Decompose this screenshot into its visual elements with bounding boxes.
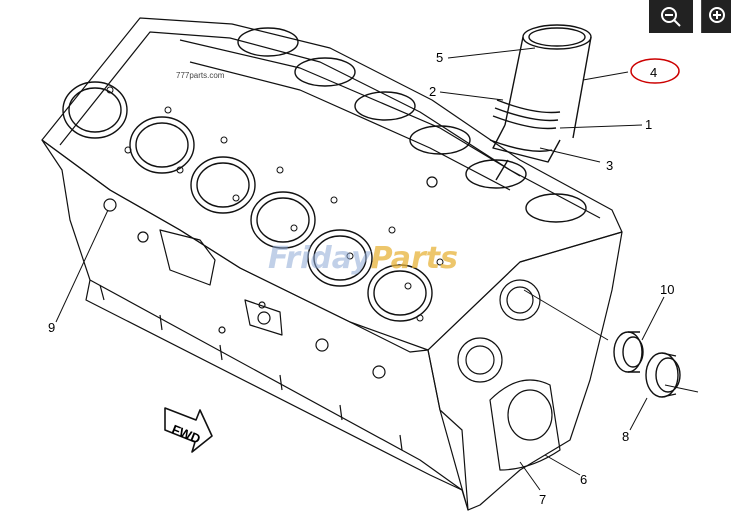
callout-8[interactable]: 8: [622, 429, 629, 444]
callout-3[interactable]: 3: [606, 158, 613, 173]
zoom-out-button[interactable]: [649, 0, 693, 33]
engine-block: [41, 17, 623, 511]
callout-9[interactable]: 9: [48, 320, 55, 335]
callouts: 5 2 4 1 3 9 10 8 6 7: [48, 50, 674, 507]
watermark-brand-accent: Parts: [371, 241, 458, 276]
cylinder-bores: [62, 27, 587, 322]
fwd-arrow: [164, 407, 213, 453]
callout-4-highlight: [630, 58, 680, 84]
callout-7[interactable]: 7: [539, 492, 546, 507]
watermark-brand-main: Friday: [268, 241, 372, 276]
svg-text:FridayParts: FridayParts: [268, 241, 458, 276]
fwd-label: FWD: [170, 422, 203, 447]
callout-5[interactable]: 5: [436, 50, 443, 65]
callout-6[interactable]: 6: [580, 472, 587, 487]
callout-2[interactable]: 2: [429, 84, 436, 99]
zoom-out-icon: [661, 6, 681, 27]
leader-lines: [55, 47, 699, 491]
plug-parts: [613, 331, 681, 398]
callout-1[interactable]: 1: [645, 117, 652, 132]
cylinder-liner: [489, 24, 592, 181]
watermark-small-text: 777parts.com: [176, 71, 225, 80]
zoom-in-icon: [709, 6, 725, 23]
callout-10[interactable]: 10: [660, 282, 674, 297]
zoom-in-button[interactable]: [701, 0, 731, 33]
watermark: 777parts.com FridayParts: [176, 71, 458, 276]
callout-4[interactable]: 4: [650, 65, 657, 80]
